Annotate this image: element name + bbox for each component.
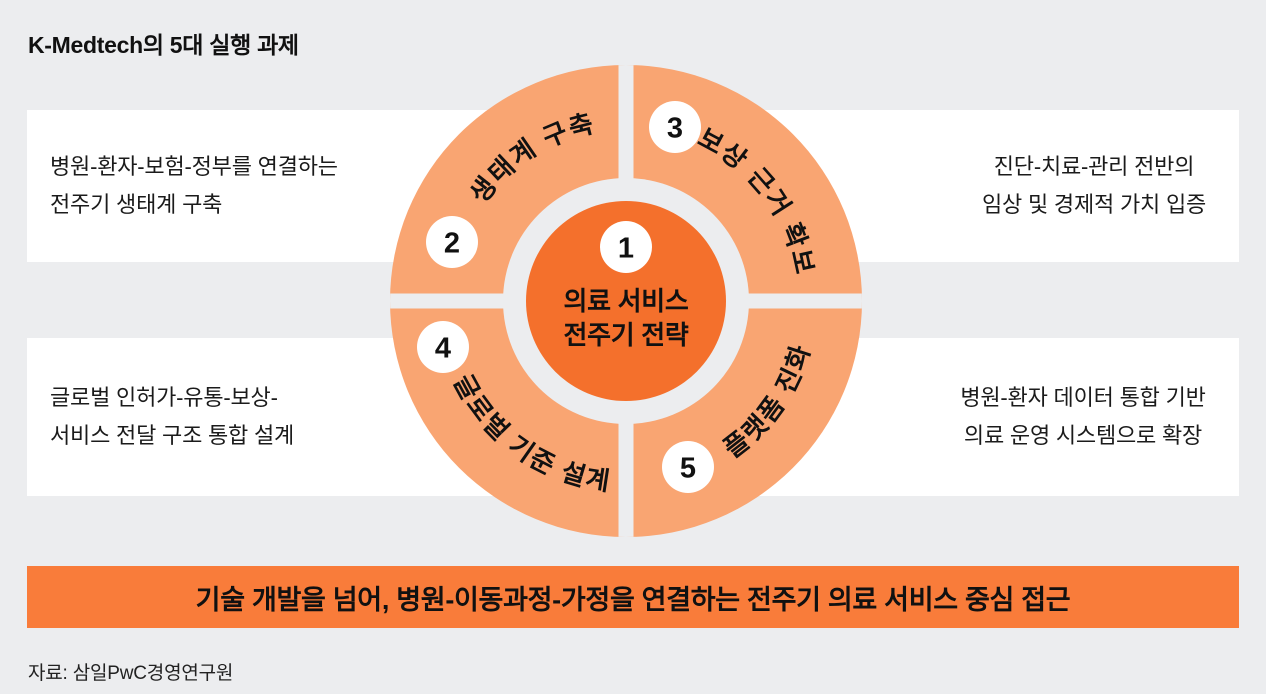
badge-5-circle (662, 441, 714, 493)
callout-top-right-line2: 임상 및 경제적 가치 입증 (981, 192, 1207, 217)
badge-1-number: 1 (618, 233, 634, 265)
callout-bottom-right-line2: 의료 운영 시스템으로 확장 (963, 423, 1203, 448)
center-circle (526, 201, 726, 401)
five-task-wheel-diagram: 생태계 구축 보상 근거 확보 글로벌 기준 설계 플랫폼 진화 1 2 3 4… (390, 65, 862, 537)
center-label-line1: 의료 서비스 (563, 286, 688, 316)
callout-top-right: 진단-치료-관리 전반의 임상 및 경제적 가치 입증 (914, 120, 1266, 252)
source-credit: 자료: 삼일PwC경영연구원 (28, 663, 234, 684)
callout-top-left-line2: 전주기 생태계 구축 (50, 192, 223, 217)
summary-banner-text: 기술 개발을 넘어, 병원-이동과정-가정을 연결하는 전주기 의료 서비스 중… (195, 584, 1071, 615)
callout-bottom-left-line1: 글로벌 인허가-유통-보상- (50, 385, 278, 410)
badge-5-number: 5 (680, 453, 696, 485)
callout-top-left: 병원-환자-보험-정부를 연결하는 전주기 생태계 구축 (50, 120, 410, 252)
badge-2-number: 2 (444, 228, 460, 260)
summary-banner: 기술 개발을 넘어, 병원-이동과정-가정을 연결하는 전주기 의료 서비스 중… (27, 566, 1239, 628)
badge-4-circle (417, 321, 469, 373)
callout-bottom-right: 병원-환자 데이터 통합 기반 의료 운영 시스템으로 확장 (903, 348, 1263, 486)
callout-top-right-line1: 진단-치료-관리 전반의 (993, 154, 1195, 179)
callout-top-left-line1: 병원-환자-보험-정부를 연결하는 (50, 154, 338, 179)
badge-4-number: 4 (435, 333, 451, 365)
callout-bottom-left: 글로벌 인허가-유통-보상- 서비스 전달 구조 통합 설계 (50, 348, 410, 486)
callout-bottom-left-line2: 서비스 전달 구조 통합 설계 (50, 423, 295, 448)
badge-2-circle (426, 216, 478, 268)
badge-1-circle (600, 221, 652, 273)
badge-3-circle (649, 101, 701, 153)
center-label-line2: 전주기 전략 (563, 320, 688, 350)
callout-bottom-right-line1: 병원-환자 데이터 통합 기반 (960, 385, 1206, 410)
badge-3-number: 3 (667, 113, 683, 145)
page-title: K-Medtech의 5대 실행 과제 (28, 32, 299, 58)
